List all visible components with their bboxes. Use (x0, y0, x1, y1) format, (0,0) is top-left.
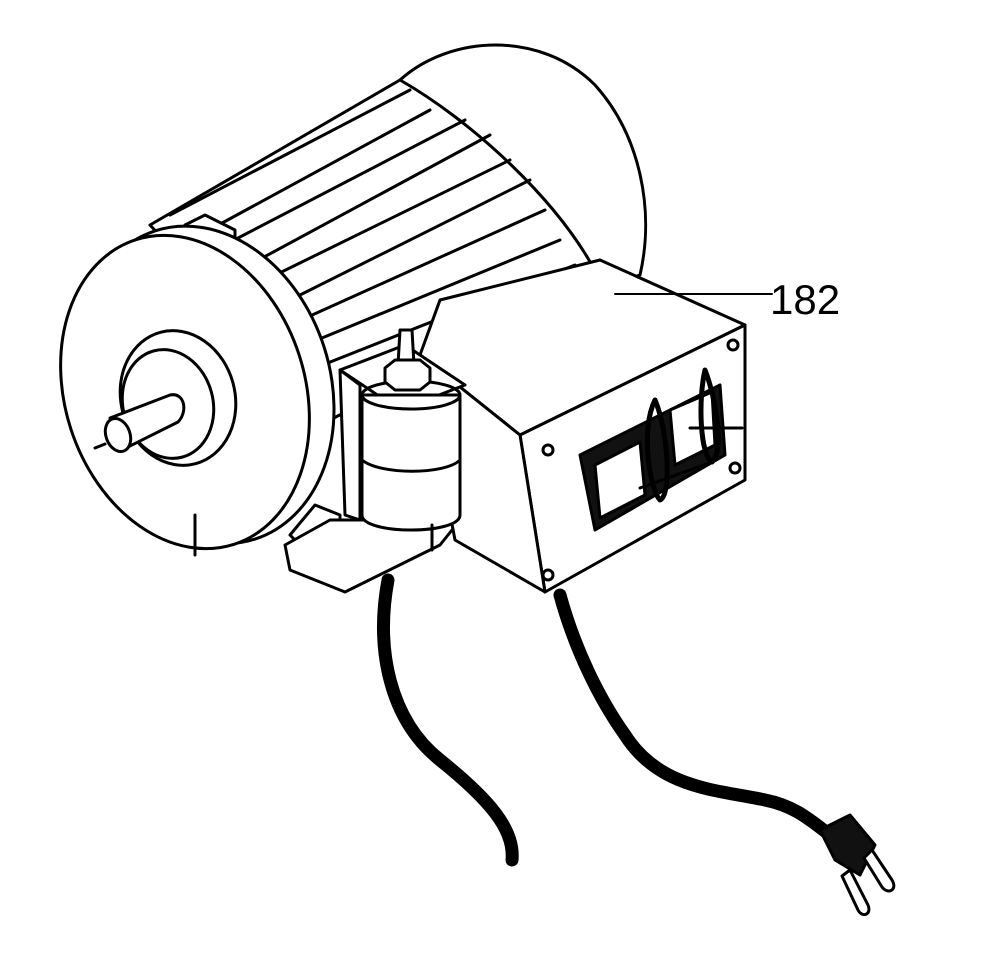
motor-cord (377, 573, 519, 867)
plug[interactable] (818, 813, 877, 877)
base-foot (283, 518, 462, 594)
nut (383, 358, 432, 392)
screws (541, 338, 742, 582)
power-cord (553, 588, 837, 842)
switch-on[interactable] (593, 440, 647, 520)
plug-prong (862, 848, 896, 893)
shaft-end (103, 417, 133, 453)
callout-182: 182 (770, 276, 841, 323)
plug-prong (840, 868, 871, 917)
capacitor (360, 393, 462, 532)
